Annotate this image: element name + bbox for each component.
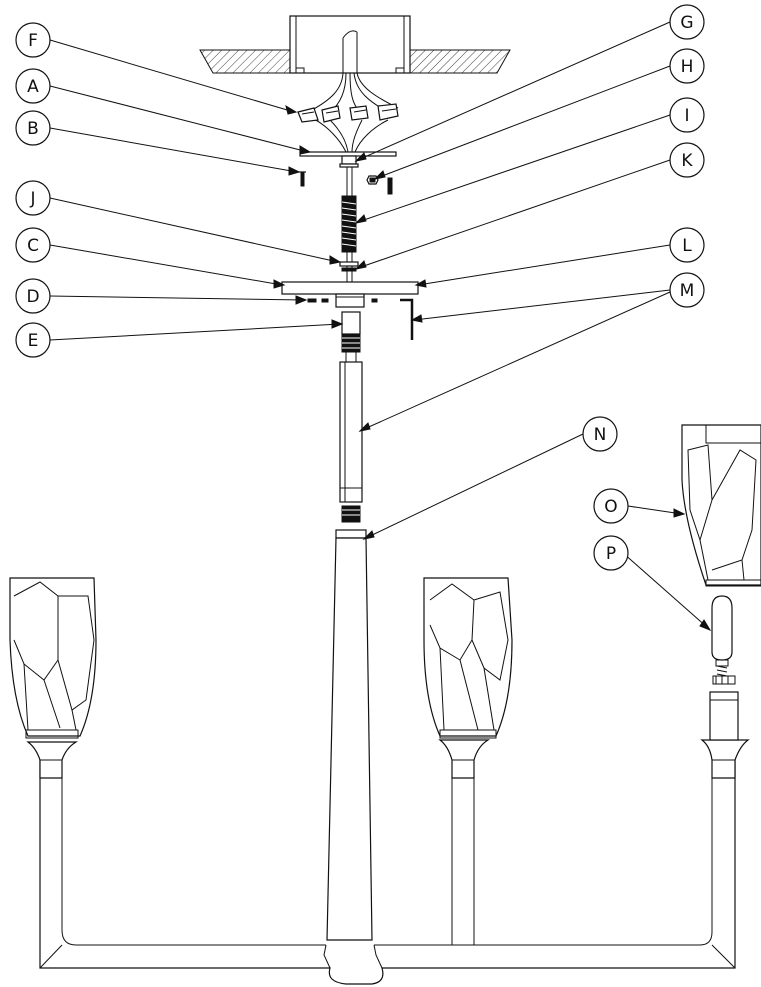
callout-G: G xyxy=(669,4,705,40)
callout-circle xyxy=(669,4,705,40)
callout-label: P xyxy=(606,544,616,564)
chandelier-body xyxy=(39,529,736,985)
callout-circle xyxy=(15,278,51,314)
callout-label: C xyxy=(27,236,39,256)
callout-F: F xyxy=(15,22,51,58)
callout-label: A xyxy=(27,77,39,97)
callout-label: D xyxy=(26,287,39,307)
light-bulb xyxy=(711,595,733,677)
callout-circle xyxy=(582,416,618,452)
callout-A: A xyxy=(15,68,51,104)
ceiling xyxy=(199,49,511,74)
callout-circle xyxy=(15,180,51,216)
callout-circle xyxy=(669,227,705,263)
callout-label: E xyxy=(28,331,39,351)
allen-key xyxy=(400,298,414,340)
cup-holder-centre xyxy=(438,739,491,779)
canopy xyxy=(281,281,419,295)
callout-C: C xyxy=(15,227,51,263)
callout-label: H xyxy=(681,57,694,77)
callout-label: F xyxy=(28,31,38,51)
callout-circle xyxy=(593,488,629,524)
callout-circle xyxy=(669,97,705,133)
junction-box xyxy=(289,15,411,74)
hex-nut xyxy=(366,175,379,185)
callout-circle xyxy=(669,142,705,178)
callout-label: N xyxy=(594,425,607,445)
callout-B: B xyxy=(15,110,51,146)
callout-label: I xyxy=(684,106,689,126)
cup-holder-right xyxy=(700,739,750,779)
callout-label: J xyxy=(29,189,35,209)
glass-shade-centre xyxy=(423,577,513,739)
callout-circle xyxy=(593,535,629,571)
callout-I: I xyxy=(669,97,705,133)
callout-label: G xyxy=(680,13,693,33)
callout-circle xyxy=(15,68,51,104)
callout-circle xyxy=(15,110,51,146)
callout-E: E xyxy=(15,322,51,358)
cup-holder-left xyxy=(26,741,79,779)
callout-P: P xyxy=(593,535,629,571)
mounting-strap xyxy=(299,151,397,168)
wire-connectors xyxy=(297,72,399,153)
coupling xyxy=(341,311,361,362)
callout-circle xyxy=(15,22,51,58)
callout-J: J xyxy=(15,180,51,216)
glass-shade-separate xyxy=(681,424,761,587)
callout-N: N xyxy=(582,416,618,452)
canopy-collar xyxy=(335,293,365,308)
callout-H: H xyxy=(669,48,705,84)
callout-label: M xyxy=(680,281,695,301)
glass-shade-left xyxy=(9,577,97,739)
callout-circle xyxy=(669,272,705,308)
callout-circle xyxy=(669,48,705,84)
callout-O: O xyxy=(593,488,629,524)
mounting-screw-right xyxy=(387,177,393,195)
socket-sleeve xyxy=(709,675,739,741)
callout-circle xyxy=(15,322,51,358)
callout-L: L xyxy=(669,227,705,263)
threaded-nipple xyxy=(339,167,359,282)
callout-label: B xyxy=(27,119,39,139)
callout-label: L xyxy=(682,236,692,256)
callout-label: O xyxy=(604,497,617,517)
mounting-screw-left xyxy=(298,171,306,187)
callout-K: K xyxy=(669,142,705,178)
callout-label: K xyxy=(681,151,693,171)
leader-lines xyxy=(49,21,712,632)
downrod xyxy=(339,361,363,523)
callout-D: D xyxy=(15,278,51,314)
callout-circle xyxy=(15,227,51,263)
callout-M: M xyxy=(669,272,705,308)
